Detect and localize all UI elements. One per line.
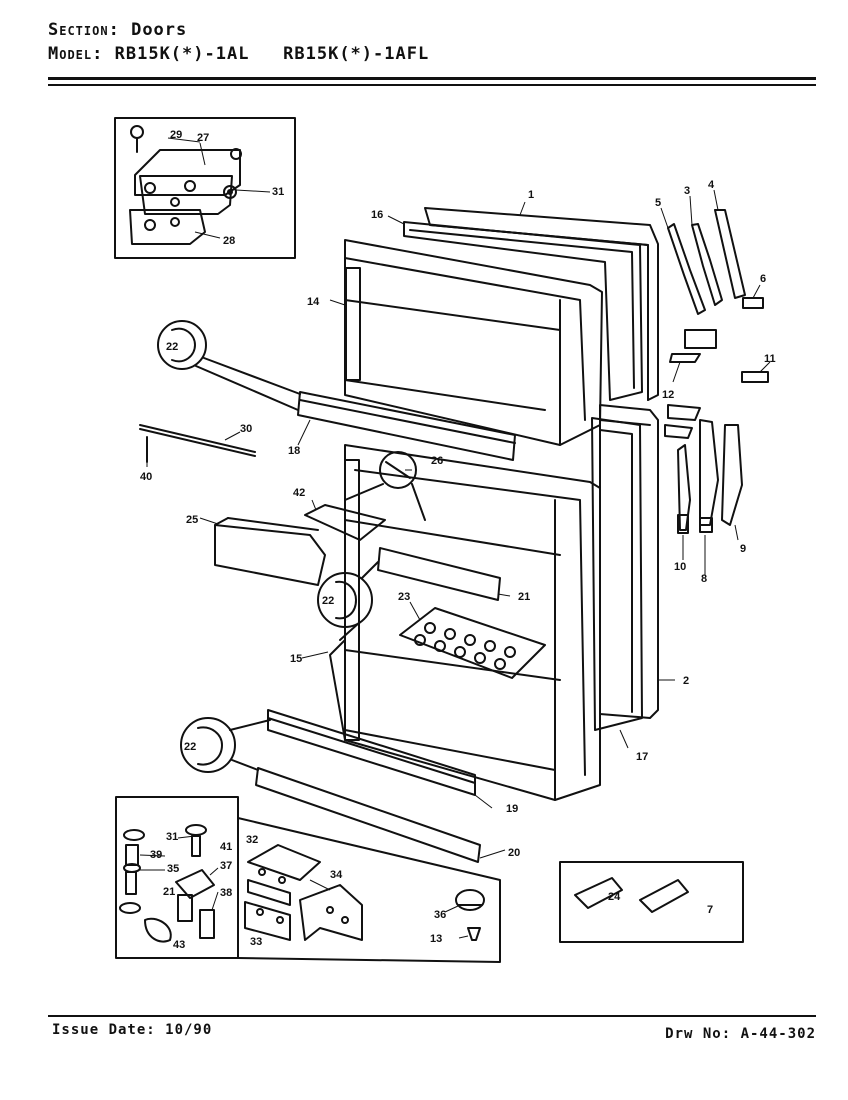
detail-magnifier-top <box>157 320 301 411</box>
callout-22-bottom: 22 <box>184 741 196 753</box>
callout-20: 20 <box>508 847 520 859</box>
callout-30: 30 <box>240 423 252 435</box>
model-value: RB15K(*)-1AL RB15K(*)-1AFL <box>114 44 430 64</box>
callout-14: 14 <box>307 296 320 308</box>
callout-11: 11 <box>764 353 776 365</box>
shelf-bar-30 <box>139 424 256 463</box>
callout-7: 7 <box>707 904 713 916</box>
callout-42: 42 <box>293 487 305 499</box>
callout-40: 40 <box>140 471 152 483</box>
top-hinge-inset <box>114 117 296 259</box>
section-value: Doors <box>131 20 188 40</box>
upper-hinge-assembly <box>667 209 769 383</box>
callout-5: 5 <box>655 197 661 209</box>
detail-magnifier-mid-left <box>317 561 379 641</box>
diagram-header: Section: Doors Model: RB15K(*)-1AL RB15K… <box>48 18 429 66</box>
section-line: Section: Doors <box>48 18 429 42</box>
freezer-door-outer <box>424 207 659 401</box>
bottom-rail-20 <box>255 767 481 863</box>
callout-9: 9 <box>740 543 746 555</box>
hinge-plates-inset <box>244 844 363 941</box>
door-shelf <box>377 547 501 601</box>
egg-tray <box>399 607 546 679</box>
section-label: Section: <box>48 20 120 40</box>
bumper-and-screw <box>455 889 485 941</box>
model-label: Model: <box>48 44 104 64</box>
callout-31-top: 31 <box>272 186 284 198</box>
callout-22-top: 22 <box>166 341 178 353</box>
callout-25: 25 <box>186 514 198 526</box>
callout-2: 2 <box>683 675 689 687</box>
callout-8: 8 <box>701 573 707 585</box>
callout-6: 6 <box>760 273 766 285</box>
fresh-food-door-liner <box>329 444 601 801</box>
callout-35: 35 <box>167 863 179 875</box>
callout-33: 33 <box>250 936 262 948</box>
callout-32: 32 <box>246 834 258 846</box>
freezer-shelf-bar <box>297 391 516 461</box>
callout-19: 19 <box>506 803 518 815</box>
lower-hinge-assembly <box>664 404 743 534</box>
callout-15: 15 <box>290 653 302 665</box>
callout-34: 34 <box>330 869 343 881</box>
model-line: Model: RB15K(*)-1AL RB15K(*)-1AFL <box>48 42 429 66</box>
callout-27: 27 <box>197 132 209 144</box>
callout-36: 36 <box>434 909 446 921</box>
handle-parts-inset <box>559 861 744 943</box>
callout-1: 1 <box>528 189 534 201</box>
callout-23: 23 <box>398 591 410 603</box>
issue-date: Issue Date: 10/90 <box>52 1022 213 1038</box>
callout-38: 38 <box>220 887 232 899</box>
callout-39: 39 <box>150 849 162 861</box>
callout-3: 3 <box>684 185 690 197</box>
bottom-hinge-inset <box>115 796 501 963</box>
freezer-door-liner <box>344 239 603 446</box>
callout-21-shelf: 21 <box>518 591 530 603</box>
fresh-food-door-outer <box>599 404 659 719</box>
detail-magnifier-bottom <box>180 717 271 773</box>
callout-41: 41 <box>220 841 232 853</box>
header-rule-top <box>48 77 816 80</box>
freezer-gasket <box>403 221 643 401</box>
butter-compartment <box>214 517 326 586</box>
header-rule-bottom <box>48 84 816 86</box>
callout-17: 17 <box>636 751 648 763</box>
callout-28: 28 <box>223 235 235 247</box>
callout-22-mid: 22 <box>322 595 334 607</box>
drawing-number: Drw No: A-44-302 <box>665 1026 816 1042</box>
footer-rule <box>48 1015 816 1017</box>
callout-labels: 1 2 3 4 5 6 7 8 9 10 11 12 13 14 15 16 1… <box>140 129 776 951</box>
callout-13: 13 <box>430 933 442 945</box>
callout-37: 37 <box>220 860 232 872</box>
bracket-42 <box>304 504 386 541</box>
callout-43: 43 <box>173 939 185 951</box>
callout-4: 4 <box>708 179 715 191</box>
callout-24: 24 <box>608 891 621 903</box>
callout-21-inset: 21 <box>163 886 175 898</box>
callout-29: 29 <box>170 129 182 141</box>
detail-magnifier-mid <box>344 451 426 521</box>
callout-31-inset: 31 <box>166 831 178 843</box>
callout-10: 10 <box>674 561 686 573</box>
callout-16: 16 <box>371 209 383 221</box>
fresh-food-gasket <box>591 417 643 731</box>
callout-26: 26 <box>431 455 443 467</box>
callout-18: 18 <box>288 445 300 457</box>
callout-12: 12 <box>662 389 674 401</box>
